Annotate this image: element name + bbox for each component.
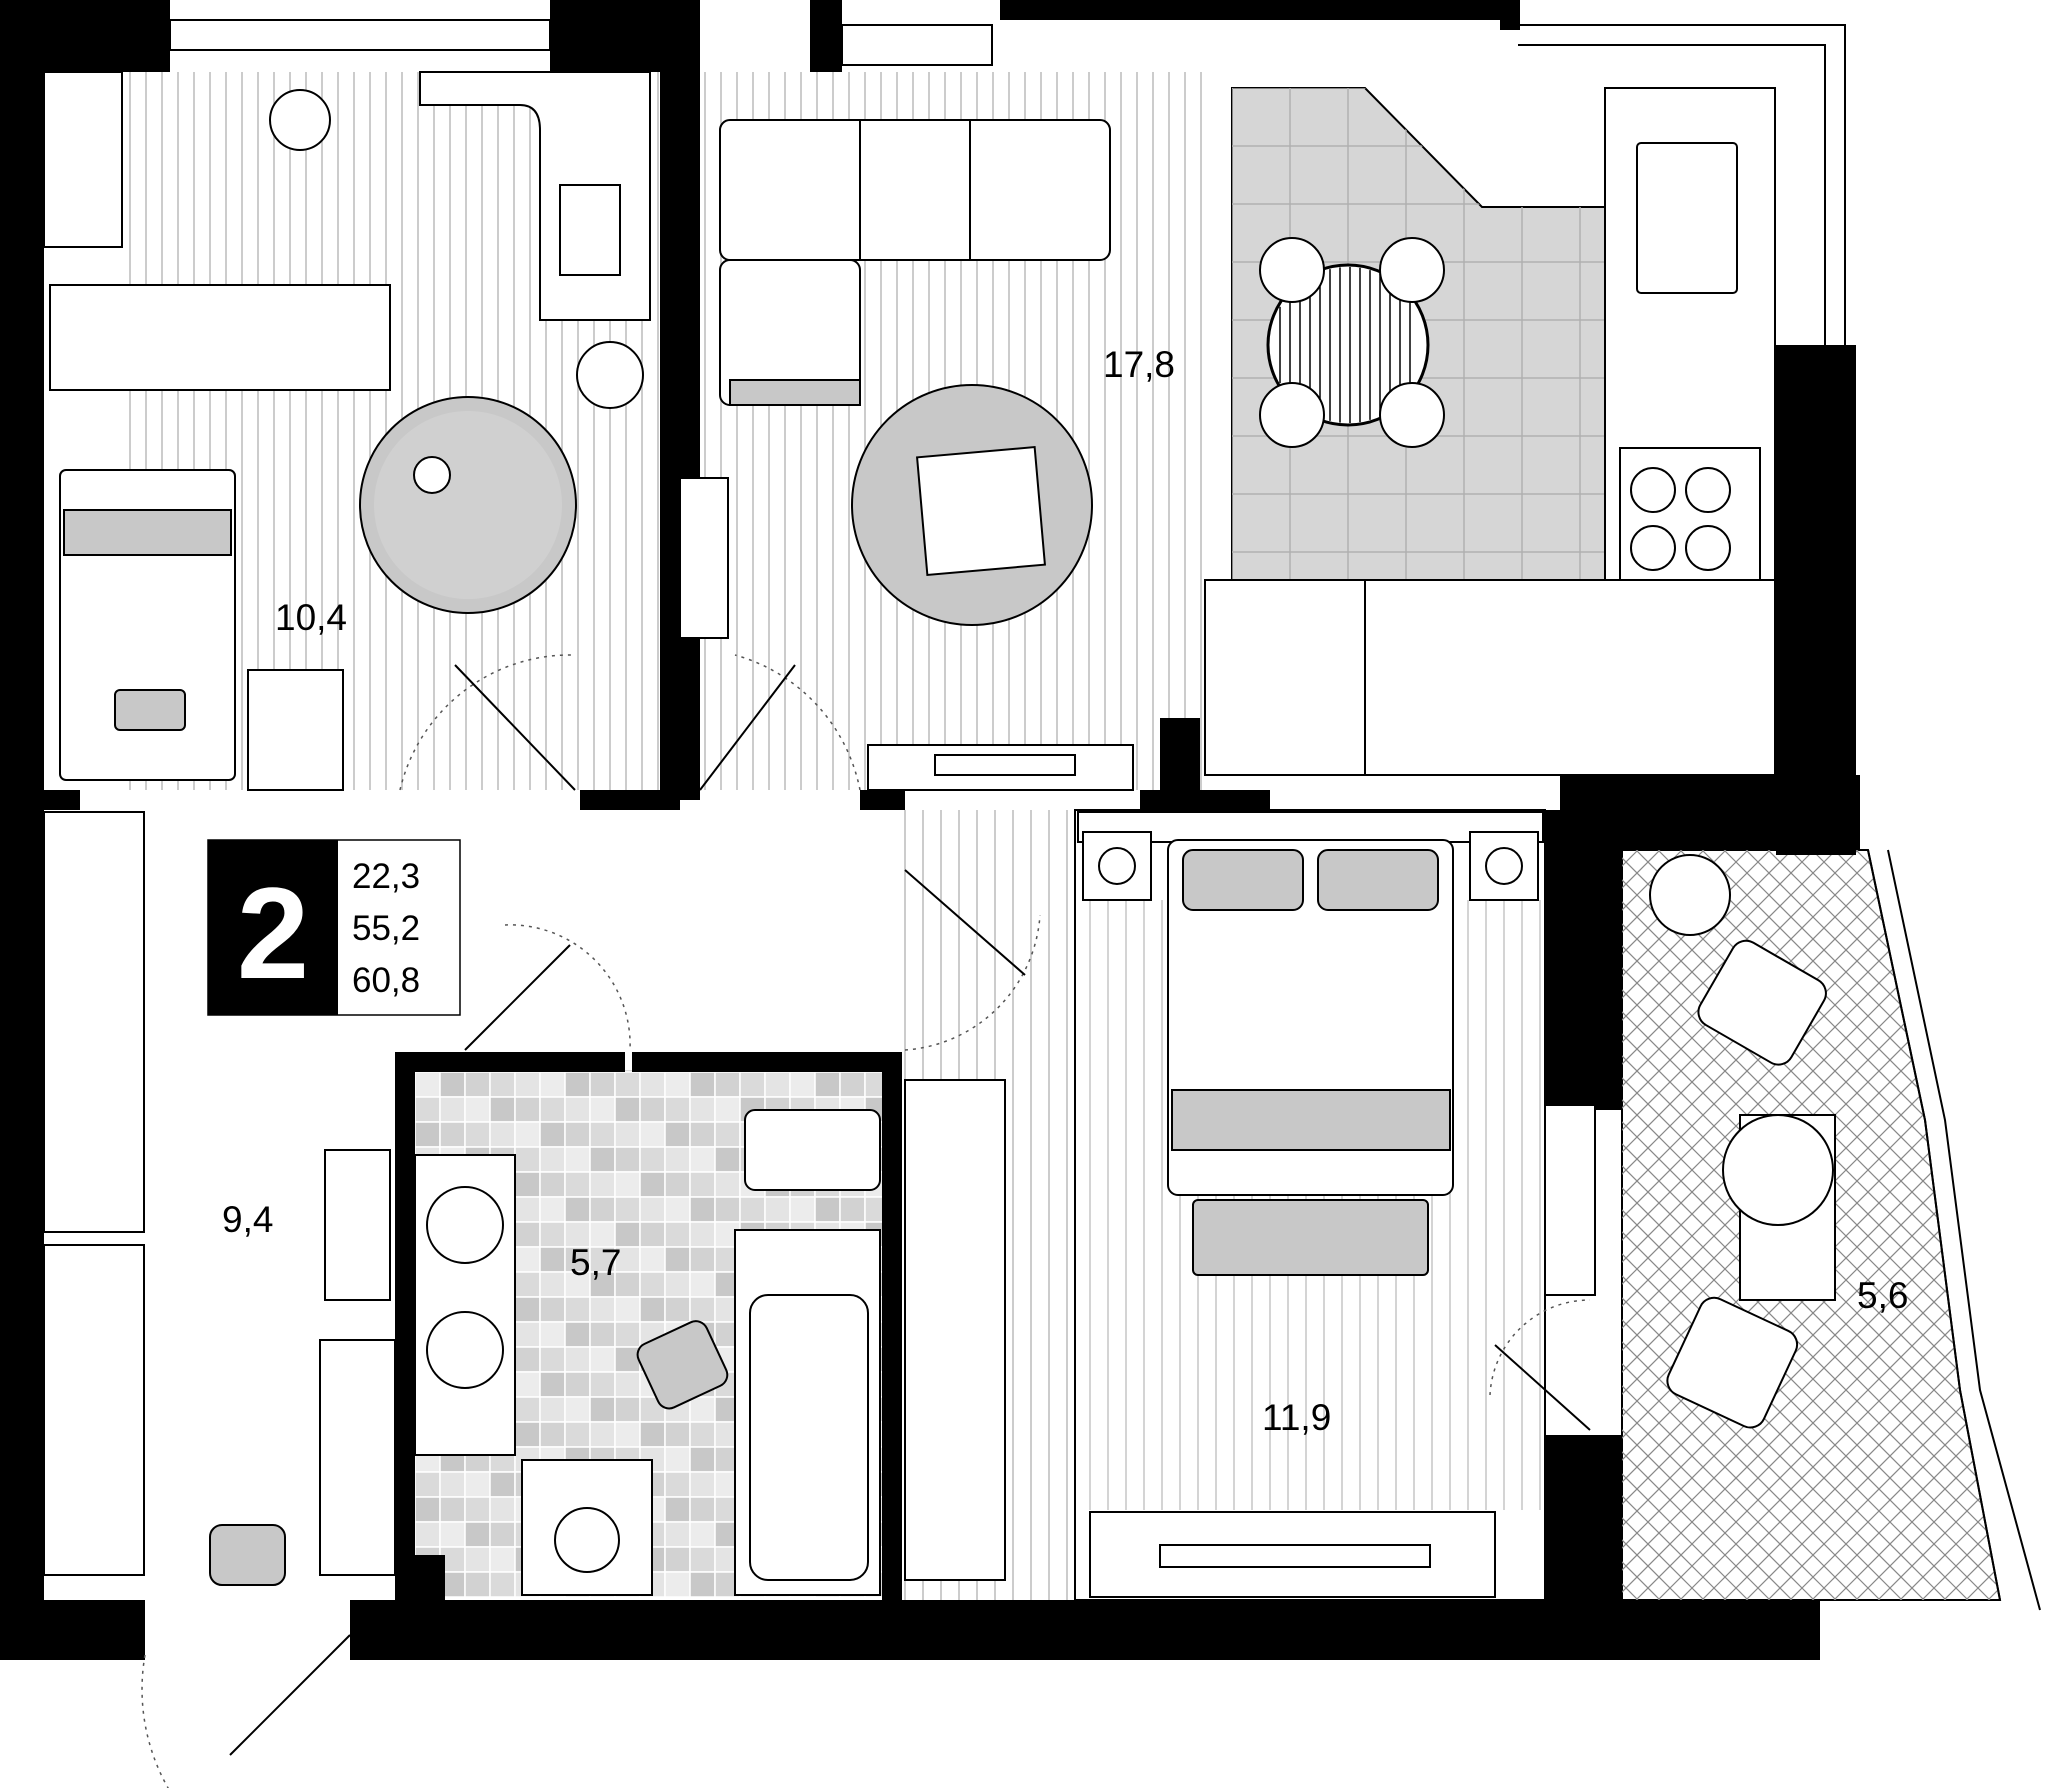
room-area-living-kitchen: 17,8 [1103, 344, 1175, 385]
room-area-bedroom-small: 10,4 [275, 597, 347, 638]
windows [169, 0, 2041, 1611]
room-area-bathroom: 5,7 [570, 1242, 621, 1283]
balcony-furniture [1649, 854, 1836, 1429]
doors [141, 654, 1591, 1788]
area-total-with-balcony: 60,8 [352, 961, 420, 1000]
room-area-balcony: 5,6 [1857, 1275, 1908, 1316]
bathroom-furniture [414, 1079, 1006, 1596]
main-bedroom-furniture [1074, 809, 1596, 1601]
area-total: 55,2 [352, 909, 420, 948]
area-living: 22,3 [352, 857, 420, 896]
room-area-hall: 9,4 [222, 1199, 273, 1240]
apartment-badge: 2 22,3 55,2 60,8 [207, 839, 461, 1016]
hall-furniture [43, 811, 396, 1586]
room-area-bedroom-main: 11,9 [1262, 1397, 1331, 1438]
kitchen-furniture [1204, 87, 1776, 776]
small-bedroom-furniture [43, 71, 651, 791]
living-room-furniture [679, 119, 1134, 791]
rooms-count: 2 [237, 860, 309, 1006]
walls [0, 0, 1860, 1660]
